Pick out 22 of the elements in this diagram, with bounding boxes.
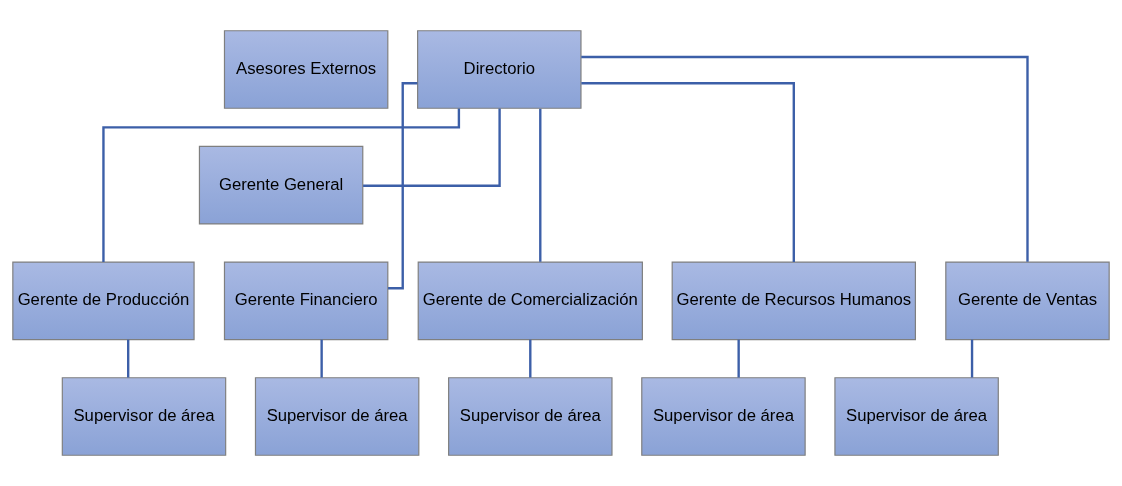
connector — [320, 339, 323, 378]
node-box: Gerente de Producción — [12, 261, 195, 341]
node-box: Supervisor de área — [834, 377, 999, 456]
node-box: Gerente Financiero — [223, 261, 389, 341]
node-box: Supervisor de área — [448, 377, 613, 456]
node-box: Gerente de Ventas — [945, 261, 1110, 341]
connector — [581, 55, 1029, 262]
connector — [363, 108, 501, 187]
connector — [529, 339, 532, 378]
connector — [970, 339, 974, 378]
node-box: Supervisor de área — [641, 377, 806, 456]
node-box: Gerente General — [198, 145, 364, 225]
node-box: Supervisor de área — [254, 377, 420, 456]
node-box: Gerente de Comercialización — [417, 261, 643, 341]
node-box: Supervisor de área — [61, 377, 227, 456]
node-box: Asesores Externos — [223, 30, 389, 109]
connector — [539, 108, 542, 262]
connector — [581, 82, 795, 262]
connector — [737, 339, 740, 378]
connector — [127, 339, 130, 378]
node-box: Gerente de Recursos Humanos — [671, 261, 916, 341]
node-box: Directorio — [417, 30, 582, 109]
